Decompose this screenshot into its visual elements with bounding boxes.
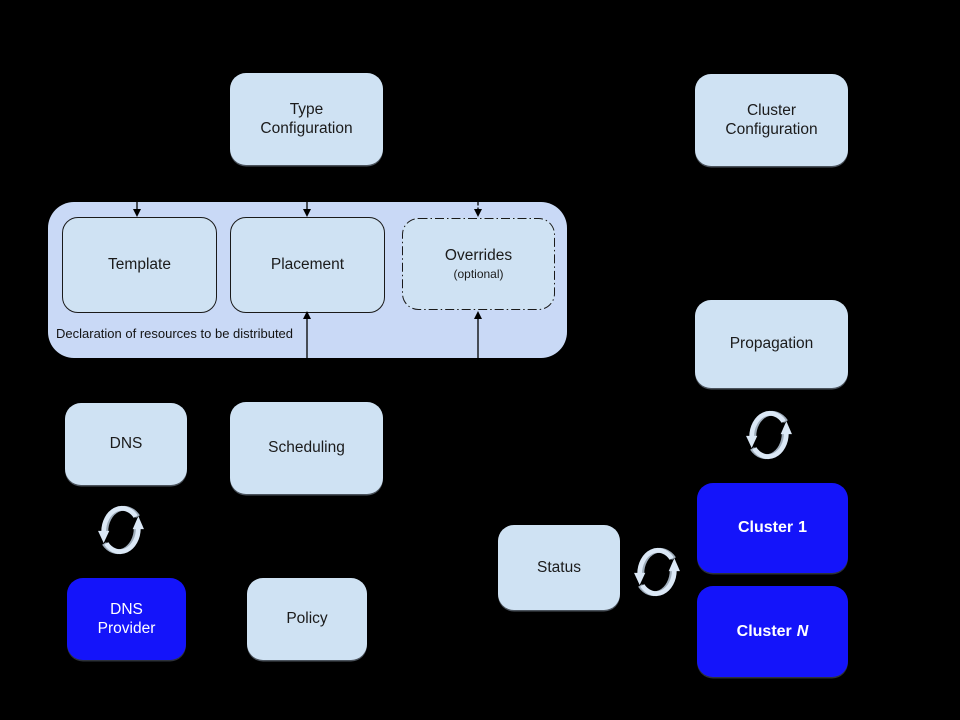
overrides-sublabel: (optional) xyxy=(453,267,504,282)
propagation-box: Propagation xyxy=(695,300,848,388)
cluster-configuration-label-line1: Cluster xyxy=(746,101,797,119)
cluster-configuration-box: Cluster Configuration xyxy=(695,74,848,166)
policy-box: Policy xyxy=(247,578,367,660)
type-configuration-label-line1: Type xyxy=(289,100,324,118)
type-configuration-label-line2: Configuration xyxy=(260,120,353,137)
declaration-caption: Declaration of resources to be distribut… xyxy=(56,326,294,341)
dns-provider-label-line1: DNS xyxy=(110,600,143,618)
overrides-box: Overrides (optional) xyxy=(402,218,555,310)
template-label: Template xyxy=(108,256,171,274)
dns-provider-label-line2: Provider xyxy=(97,620,156,637)
sync-icon xyxy=(98,505,144,555)
overrides-label: Overrides xyxy=(444,246,513,264)
cluster-configuration-label-line2: Configuration xyxy=(725,121,818,138)
sync-icon xyxy=(746,410,792,460)
dns-provider-box: DNS Provider xyxy=(67,578,186,660)
sync-icon xyxy=(634,547,680,597)
status-box: Status xyxy=(498,525,620,610)
overrides-dashdot-border xyxy=(402,218,555,310)
dns-label: DNS xyxy=(109,435,143,453)
scheduling-label: Scheduling xyxy=(268,439,345,457)
policy-label: Policy xyxy=(286,610,328,628)
placement-label: Placement xyxy=(270,256,345,274)
scheduling-box: Scheduling xyxy=(230,402,383,494)
dns-box: DNS xyxy=(65,403,187,485)
template-box: Template xyxy=(62,217,217,313)
placement-box: Placement xyxy=(230,217,385,313)
propagation-label: Propagation xyxy=(729,335,814,353)
type-configuration-box: Type Configuration xyxy=(230,73,383,165)
status-label: Status xyxy=(537,558,581,576)
